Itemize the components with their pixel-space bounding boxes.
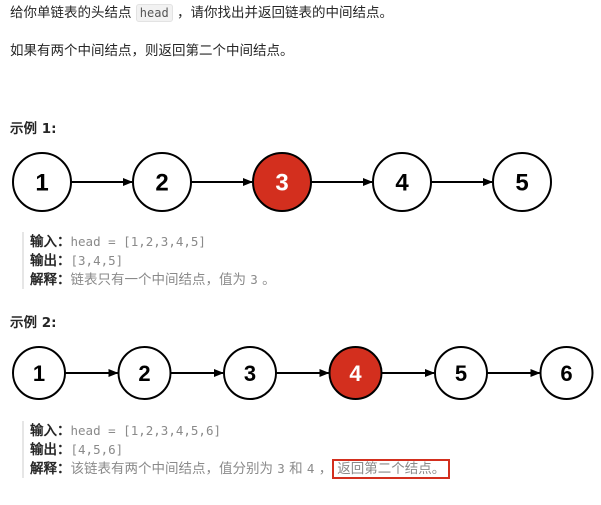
output-value: [4,5,6] <box>70 442 124 457</box>
explain-code-2: 4 <box>306 461 315 476</box>
node-circle <box>539 346 594 400</box>
node-circle <box>492 152 552 212</box>
example-1-io-block: 输入：head = [1,2,3,4,5] 输出：[3,4,5] 解释：链表只有… <box>22 232 590 289</box>
node-value-label: 5 <box>455 361 467 386</box>
list-node: 2 <box>117 346 172 400</box>
node-value-label: 4 <box>349 361 362 386</box>
output-label: 输出： <box>30 442 71 458</box>
explain-text-3: ， <box>314 461 333 477</box>
explain-text-2: 和 <box>284 461 307 477</box>
node-value-label: 5 <box>515 170 528 197</box>
input-value: head = [1,2,3,4,5,6] <box>70 423 222 438</box>
output-value: [3,4,5] <box>70 253 124 268</box>
intro-line-1: 给你单链表的头结点 head ，请你找出并返回链表的中间结点。 <box>10 3 393 23</box>
explain-text-2: 。 <box>257 272 276 288</box>
node-value-label: 2 <box>155 170 168 197</box>
example-1-linked-list-diagram: 1 2 3 4 5 <box>12 152 552 212</box>
node-circle <box>12 152 72 212</box>
list-node: 5 <box>492 152 552 212</box>
node-circle <box>328 346 383 400</box>
node-circle <box>12 346 66 400</box>
example-2-io-block: 输入：head = [1,2,3,4,5,6] 输出：[4,5,6] 解释：该链… <box>22 421 590 479</box>
list-node: 1 <box>12 152 72 212</box>
node-circle <box>117 346 172 400</box>
intro-text-after: ，请你找出并返回链表的中间结点。 <box>177 5 393 21</box>
example-2-heading: 示例 2: <box>10 315 57 331</box>
intro-code-head: head <box>135 4 173 22</box>
node-value-label: 4 <box>395 170 409 197</box>
input-label: 输入： <box>30 423 71 439</box>
node-circle <box>223 346 277 400</box>
explain-label: 解释： <box>30 272 71 288</box>
example-2-output-line: 输出：[4,5,6] <box>30 440 590 459</box>
node-value-label: 3 <box>244 361 256 386</box>
example-1-heading: 示例 1: <box>10 121 57 137</box>
example-1-output-line: 输出：[3,4,5] <box>30 251 590 270</box>
explain-text-1: 该链表有两个中间结点，值分别为 <box>70 461 278 477</box>
example-2-input-line: 输入：head = [1,2,3,4,5,6] <box>30 421 590 440</box>
list-node: 3 <box>223 346 277 400</box>
intro-line-2: 如果有两个中间结点，则返回第二个中间结点。 <box>10 43 294 59</box>
input-value: head = [1,2,3,4,5] <box>70 234 206 249</box>
list-node-middle: 3 <box>252 152 312 212</box>
node-value-label: 3 <box>275 170 288 197</box>
node-value-label: 1 <box>35 170 48 197</box>
node-value-label: 2 <box>138 361 150 386</box>
node-circle <box>372 152 432 212</box>
explain-code-1: 3 <box>277 461 285 476</box>
list-node: 4 <box>372 152 432 212</box>
example-2-explain-line: 解释：该链表有两个中间结点，值分别为 3 和 4 ，返回第二个结点。 <box>30 459 590 479</box>
node-circle <box>252 152 312 212</box>
list-node: 5 <box>434 346 488 400</box>
example-1-input-line: 输入：head = [1,2,3,4,5] <box>30 232 590 251</box>
example-1-explain-line: 解释：链表只有一个中间结点，值为 3 。 <box>30 270 590 289</box>
list-node: 1 <box>12 346 66 400</box>
list-node: 2 <box>132 152 192 212</box>
node-circle <box>132 152 192 212</box>
output-label: 输出： <box>30 253 71 269</box>
example-2-linked-list-diagram: 1 2 3 4 5 6 <box>12 346 594 400</box>
node-circle <box>434 346 488 400</box>
input-label: 输入： <box>30 234 71 250</box>
explain-text-1: 链表只有一个中间结点，值为 <box>70 272 251 288</box>
list-node-middle: 4 <box>328 346 383 400</box>
node-value-label: 1 <box>33 361 45 386</box>
intro-text-before: 给你单链表的头结点 <box>10 5 132 21</box>
list-node: 6 <box>539 346 594 400</box>
explain-code-1: 3 <box>250 272 258 287</box>
explain-highlight-box: 返回第二个结点。 <box>332 459 451 479</box>
explain-label: 解释： <box>30 461 71 477</box>
node-value-label: 6 <box>560 361 572 386</box>
